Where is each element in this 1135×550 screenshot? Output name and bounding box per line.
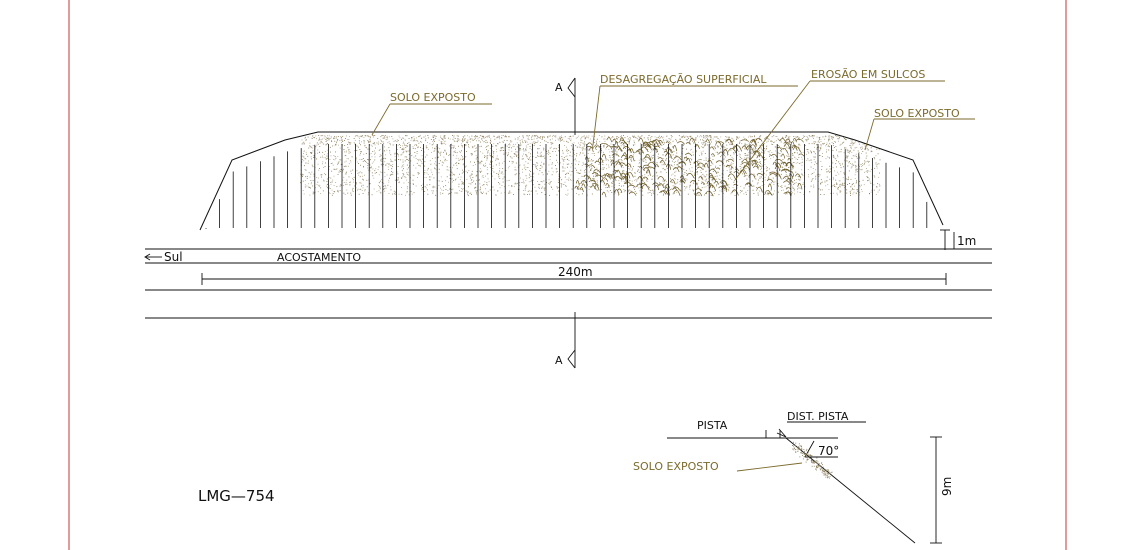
soil-stipple <box>300 135 881 196</box>
direction-arrow-icon <box>144 253 162 261</box>
acostamento-label: ACOSTAMENTO <box>277 251 361 264</box>
cross-section-detail <box>667 421 942 544</box>
dimension-240m <box>201 273 947 285</box>
detail-solo-exposto-label: SOLO EXPOSTO <box>633 460 719 473</box>
dimension-1m <box>940 229 955 250</box>
direction-label: Sul <box>164 250 183 264</box>
section-marker-top <box>567 77 576 135</box>
label-1m: 1m <box>957 234 976 248</box>
detail-dist-pista-label: DIST. PISTA <box>787 410 849 423</box>
label-solo-exposto-left: SOLO EXPOSTO <box>390 91 476 104</box>
drawing-id: LMG—754 <box>198 487 275 505</box>
section-marker-bottom <box>567 312 576 369</box>
section-label-bottom: A <box>555 354 563 367</box>
section-label-top: A <box>555 81 563 94</box>
slope-hatching <box>205 144 928 229</box>
label-solo-exposto-right: SOLO EXPOSTO <box>874 107 960 120</box>
dimension-9m <box>930 436 942 544</box>
sheet-frame <box>68 0 1067 550</box>
detail-height-9m-label: 9m <box>940 477 954 496</box>
cut-slope-outline <box>199 131 944 231</box>
label-desagregacao: DESAGREGAÇÃO SUPERFICIAL <box>600 73 767 86</box>
detail-pista-label: PISTA <box>697 419 728 432</box>
label-erosao: EROSÃO EM SULCOS <box>811 68 925 81</box>
road-lines <box>145 248 992 319</box>
annotation-leaders <box>371 80 975 181</box>
length-240m-label: 240m <box>558 265 593 279</box>
detail-angle-label: 70° <box>818 444 839 458</box>
